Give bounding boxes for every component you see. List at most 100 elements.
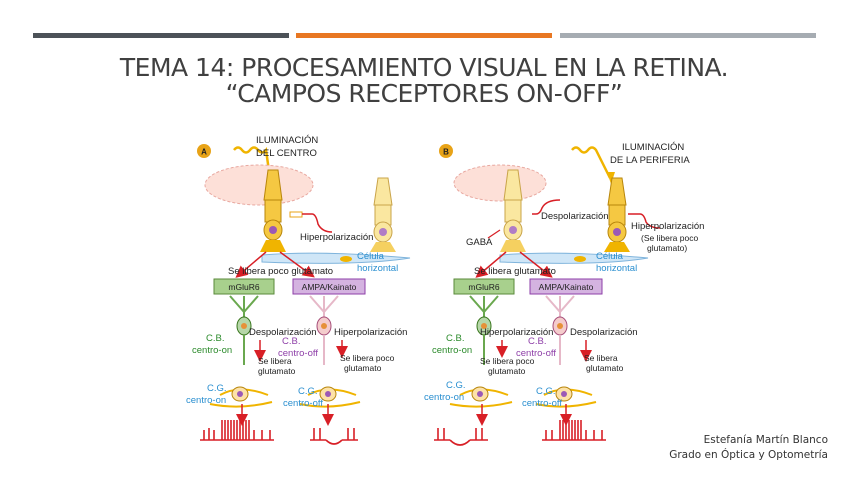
panel-b-gaba: GABA [466, 237, 493, 248]
panel-b-depolarization-top: Despolarización [541, 211, 609, 222]
panel-b-release: Se libera glutamato [474, 266, 556, 277]
hyperpolarization-trace-b [628, 213, 661, 229]
panel-b-cb2-line-2: centro-off [516, 348, 556, 359]
panel-a-cg1-line-2: centro-on [186, 395, 226, 406]
panel-a-cb1-line-2: centro-on [192, 345, 232, 356]
panel-b-sl1-line-2: glutamato [488, 366, 526, 376]
hyperpolarization-trace [302, 213, 333, 233]
panel-b-horizontal-line-1: Célula [596, 251, 624, 262]
photoreceptor-periphery [370, 177, 396, 252]
panel-b-cg2-line-1: C.G. [536, 386, 556, 397]
spike-train-off-periphery [542, 420, 606, 441]
panel-b-hyper-note-line-1: (Se libera poco [641, 233, 698, 243]
panel-b-illum-line-1: ILUMINACIÓN [622, 142, 684, 153]
ganglion-cell-off [299, 386, 361, 408]
ganglion-cell-on-b [449, 386, 513, 408]
panel-a-sl2-line-2: glutamato [344, 363, 382, 373]
slide-title-line-1: TEMA 14: PROCESAMIENTO VISUAL EN LA RETI… [119, 53, 729, 82]
receptor-mglur6-box [213, 278, 275, 295]
panel-b-illum-line-2: DE LA PERIFERIA [610, 155, 690, 166]
panel-b-hyperpolarization: Hiperpolarización [480, 327, 553, 338]
panel-a-letter: A [201, 148, 207, 157]
receptive-field-center-b [453, 164, 547, 202]
panel-b-cb1-line-1: C.B. [446, 333, 464, 344]
panel-b-badge [439, 144, 453, 158]
release-arrow-right [279, 251, 315, 278]
photoreceptor-periphery-b [604, 177, 630, 252]
panel-a-depolarization: Despolarización [249, 327, 317, 338]
horizontal-cell [261, 252, 411, 264]
panel-a-hyperpolarization-2: Hiperpolarización [334, 327, 407, 338]
panel-a-sl1-line-1: Se libera [258, 356, 292, 366]
panel-b-cb2-line-1: C.B. [528, 336, 546, 347]
panel-b-sl2-line-2: glutamato [586, 363, 624, 373]
panel-a-cb2-line-1: C.B. [282, 336, 300, 347]
spike-train-on-center [200, 420, 274, 441]
spike-train-off-center [310, 428, 358, 445]
panel-b-cb1-line-2: centro-on [432, 345, 472, 356]
panel-a-cg2-line-1: C.G. [298, 386, 318, 397]
release-arrow-left [235, 251, 267, 278]
photoreceptor-center [260, 169, 286, 252]
receptor-mglur6-box-b [453, 278, 515, 295]
panel-b-hyper-note-line-2: glutamato) [647, 243, 687, 253]
bipolar-cell-off [309, 295, 339, 365]
receptor-ampa-box [292, 278, 366, 295]
ganglion-cell-off-b [535, 386, 597, 408]
bipolar-cell-on [229, 295, 259, 365]
panel-b-receptor-2: AMPA/Kainato [539, 282, 594, 292]
receptive-field-center [204, 164, 314, 206]
electrode-icon [289, 211, 303, 218]
horizontal-cell-nucleus [340, 256, 352, 262]
panel-a-receptor-2: AMPA/Kainato [302, 282, 357, 292]
panel-b-sl2-line-1: Se libera [584, 353, 618, 363]
panel-b-sl1-line-1: Se libera poco [480, 356, 535, 366]
panel-a-sl2-line-1: Se libera poco [340, 353, 395, 363]
accent-bar-dark [33, 33, 289, 38]
panel-a-cb2-line-2: centro-off [278, 348, 318, 359]
panel-a-cg1-line-1: C.G. [207, 383, 227, 394]
horizontal-cell-b [499, 252, 649, 264]
spike-train-on-periphery [434, 428, 488, 446]
panel-b: B ILUMINACIÓN DE LA PERIFERIA Despolariz… [424, 142, 704, 446]
bipolar-cell-off-b [545, 295, 575, 365]
panel-a-horizontal-line-2: horizontal [357, 263, 398, 274]
panel-a-cb1-line-1: C.B. [206, 333, 224, 344]
release-arrow-right-b [519, 251, 553, 278]
accent-bar-gray [560, 33, 816, 38]
panel-a: A ILUMINACIÓN DEL CENTRO Hiperpolarizaci… [186, 135, 411, 445]
gaba-pointer [487, 229, 501, 239]
light-wave-icon [233, 146, 272, 179]
panel-b-cg1-line-1: C.G. [446, 380, 466, 391]
ganglion-cell-on [209, 386, 273, 408]
panel-b-cg1-line-2: centro-on [424, 392, 464, 403]
panel-a-receptor-1: mGluR6 [228, 282, 259, 292]
panel-a-illum-line-1: ILUMINACIÓN [256, 135, 318, 146]
panel-a-hyperpolarization: Hiperpolarización [300, 232, 373, 243]
panel-b-cg2-line-2: centro-off [522, 398, 562, 409]
course-name: Grado en Óptica y Optometría [669, 449, 828, 461]
horizontal-cell-b-nucleus [574, 256, 586, 262]
panel-b-depolarization: Despolarización [570, 327, 638, 338]
photoreceptor-center-b [500, 169, 526, 252]
bipolar-cell-on-b [469, 295, 499, 365]
depolarization-trace-b [532, 199, 561, 215]
receptor-ampa-box-b [529, 278, 603, 295]
slide-title-line-2: “CAMPOS RECEPTORES ON-OFF” [225, 79, 623, 108]
panel-a-release: Se libera poco glutamato [228, 266, 333, 277]
panel-b-hyperpolarization-top: Hiperpolarización [631, 221, 704, 232]
panel-b-horizontal-line-2: horizontal [596, 263, 637, 274]
panel-a-illum-line-2: DEL CENTRO [256, 148, 317, 159]
author-name: Estefanía Martín Blanco [703, 434, 828, 446]
panel-b-letter: B [443, 148, 449, 157]
panel-a-badge [197, 144, 211, 158]
release-arrow-left-b [475, 251, 507, 278]
panel-a-sl1-line-2: glutamato [258, 366, 296, 376]
panel-a-horizontal-line-1: Célula [357, 251, 385, 262]
light-arrowhead-periphery-icon [607, 172, 615, 184]
light-wave-periphery-icon [571, 146, 612, 179]
accent-bar-orange [296, 33, 552, 38]
panel-a-cg2-line-2: centro-off [283, 398, 323, 409]
panel-b-receptor-1: mGluR6 [468, 282, 499, 292]
